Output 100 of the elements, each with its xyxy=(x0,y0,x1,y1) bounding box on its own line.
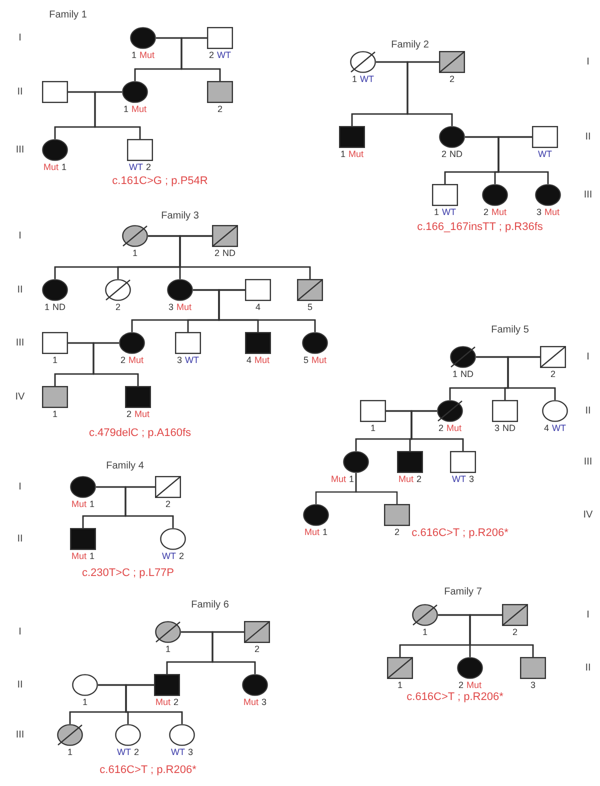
individual-label: 2 xyxy=(116,302,120,313)
pedigree-line xyxy=(92,342,139,386)
male-symbol xyxy=(207,81,233,103)
variant-label: c.166_167insTT ; p.R36fs xyxy=(417,220,543,235)
individual-label: Mut xyxy=(304,527,320,538)
male-symbol xyxy=(339,126,365,148)
individual-label: 3 xyxy=(168,302,174,313)
individual-label: WT xyxy=(129,162,143,173)
generation-label: III xyxy=(16,728,24,742)
pedigree-line xyxy=(507,356,556,400)
individual-label: 1 xyxy=(398,680,402,691)
pedigree-line xyxy=(125,684,183,724)
family-title: Family 5 xyxy=(491,324,529,338)
generation-label: III xyxy=(584,188,592,202)
generation-label: II xyxy=(585,404,591,418)
individual-label: ND xyxy=(460,369,474,380)
family-title: Family 7 xyxy=(444,586,482,600)
individual-label: 1 xyxy=(166,644,170,655)
female-symbol xyxy=(437,400,463,422)
individual-label: 5 xyxy=(303,355,308,366)
individual-label: 1 xyxy=(340,149,346,160)
individual-label: 4 xyxy=(256,302,260,313)
pedigree-line xyxy=(94,91,141,139)
individual-label: 1 xyxy=(352,74,357,85)
male-symbol xyxy=(42,332,68,354)
individual-label: 2 xyxy=(126,409,132,420)
female-symbol xyxy=(42,279,68,301)
female-symbol xyxy=(302,332,328,354)
pedigree-line xyxy=(180,37,221,81)
individual-label: Mut xyxy=(128,355,144,366)
individual-label: 2 xyxy=(450,74,454,85)
individual-label: WT xyxy=(360,74,374,85)
individual-label: 2 xyxy=(120,355,126,366)
individual-label: Mut xyxy=(155,697,170,708)
individual-label: Mut xyxy=(312,355,327,366)
individual-label: 2 xyxy=(218,104,222,115)
family-title: Family 4 xyxy=(106,460,144,474)
individual-label: Mut xyxy=(492,207,507,218)
variant-label: c.616C>T ; p.R206* xyxy=(406,690,504,705)
family-title: Family 6 xyxy=(191,598,229,612)
female-symbol xyxy=(119,332,145,354)
male-symbol xyxy=(154,674,180,696)
male-symbol xyxy=(450,451,476,473)
female-symbol xyxy=(457,657,483,679)
pedigree-line xyxy=(218,289,316,332)
male-symbol xyxy=(245,332,271,354)
individual-label: 1 xyxy=(52,409,58,420)
male-symbol xyxy=(297,279,323,301)
individual-label: ND xyxy=(502,423,516,434)
pedigree-line xyxy=(469,614,534,657)
male-symbol xyxy=(244,621,270,643)
family-title: Family 2 xyxy=(391,38,429,52)
individual-label: Mut xyxy=(43,162,58,173)
individual-label: 1 xyxy=(131,50,136,61)
generation-label: I xyxy=(18,480,22,494)
male-symbol xyxy=(155,476,181,498)
individual-label: WT xyxy=(452,474,466,485)
pedigree-line xyxy=(498,136,549,184)
pedigree-line xyxy=(410,410,464,451)
pedigree-line xyxy=(355,473,398,504)
individual-label: WT xyxy=(552,423,566,434)
male-symbol xyxy=(432,184,458,206)
male-symbol xyxy=(520,657,546,679)
generation-label: III xyxy=(16,336,24,350)
male-symbol xyxy=(42,386,68,408)
male-symbol xyxy=(532,126,558,148)
individual-label: ND xyxy=(222,248,236,259)
female-symbol xyxy=(72,674,98,696)
individual-label: 2 xyxy=(146,162,151,173)
female-symbol xyxy=(242,674,268,696)
male-symbol xyxy=(125,386,151,408)
female-symbol xyxy=(169,724,195,746)
individual-label: 2 xyxy=(550,369,556,380)
male-symbol xyxy=(70,528,96,550)
female-symbol xyxy=(70,476,96,498)
individual-label: 1 xyxy=(370,423,376,434)
female-symbol xyxy=(535,184,561,206)
generation-label: I xyxy=(18,626,22,640)
individual-label: Mut xyxy=(254,355,270,366)
male-symbol xyxy=(397,451,423,473)
generation-label: II xyxy=(17,532,23,546)
female-symbol xyxy=(122,225,148,247)
individual-label: WT xyxy=(171,747,185,758)
generation-label: III xyxy=(584,456,592,470)
individual-label: Mut xyxy=(71,551,86,562)
individual-label: Mut xyxy=(544,207,560,218)
individual-label: 2 xyxy=(458,680,464,691)
individual-label: Mut xyxy=(243,697,258,708)
generation-label: III xyxy=(16,144,24,158)
individual-label: 2 xyxy=(254,644,260,655)
pedigree-line xyxy=(406,61,453,126)
individual-label: 4 xyxy=(246,355,252,366)
generation-label: II xyxy=(17,678,23,692)
female-symbol xyxy=(105,279,131,301)
individual-label: 2 xyxy=(512,627,518,638)
individual-label: ND xyxy=(450,149,462,160)
individual-label: 5 xyxy=(308,302,312,313)
individual-label: 1 xyxy=(62,162,67,173)
individual-label: 3 xyxy=(188,747,193,758)
female-symbol xyxy=(130,27,156,49)
